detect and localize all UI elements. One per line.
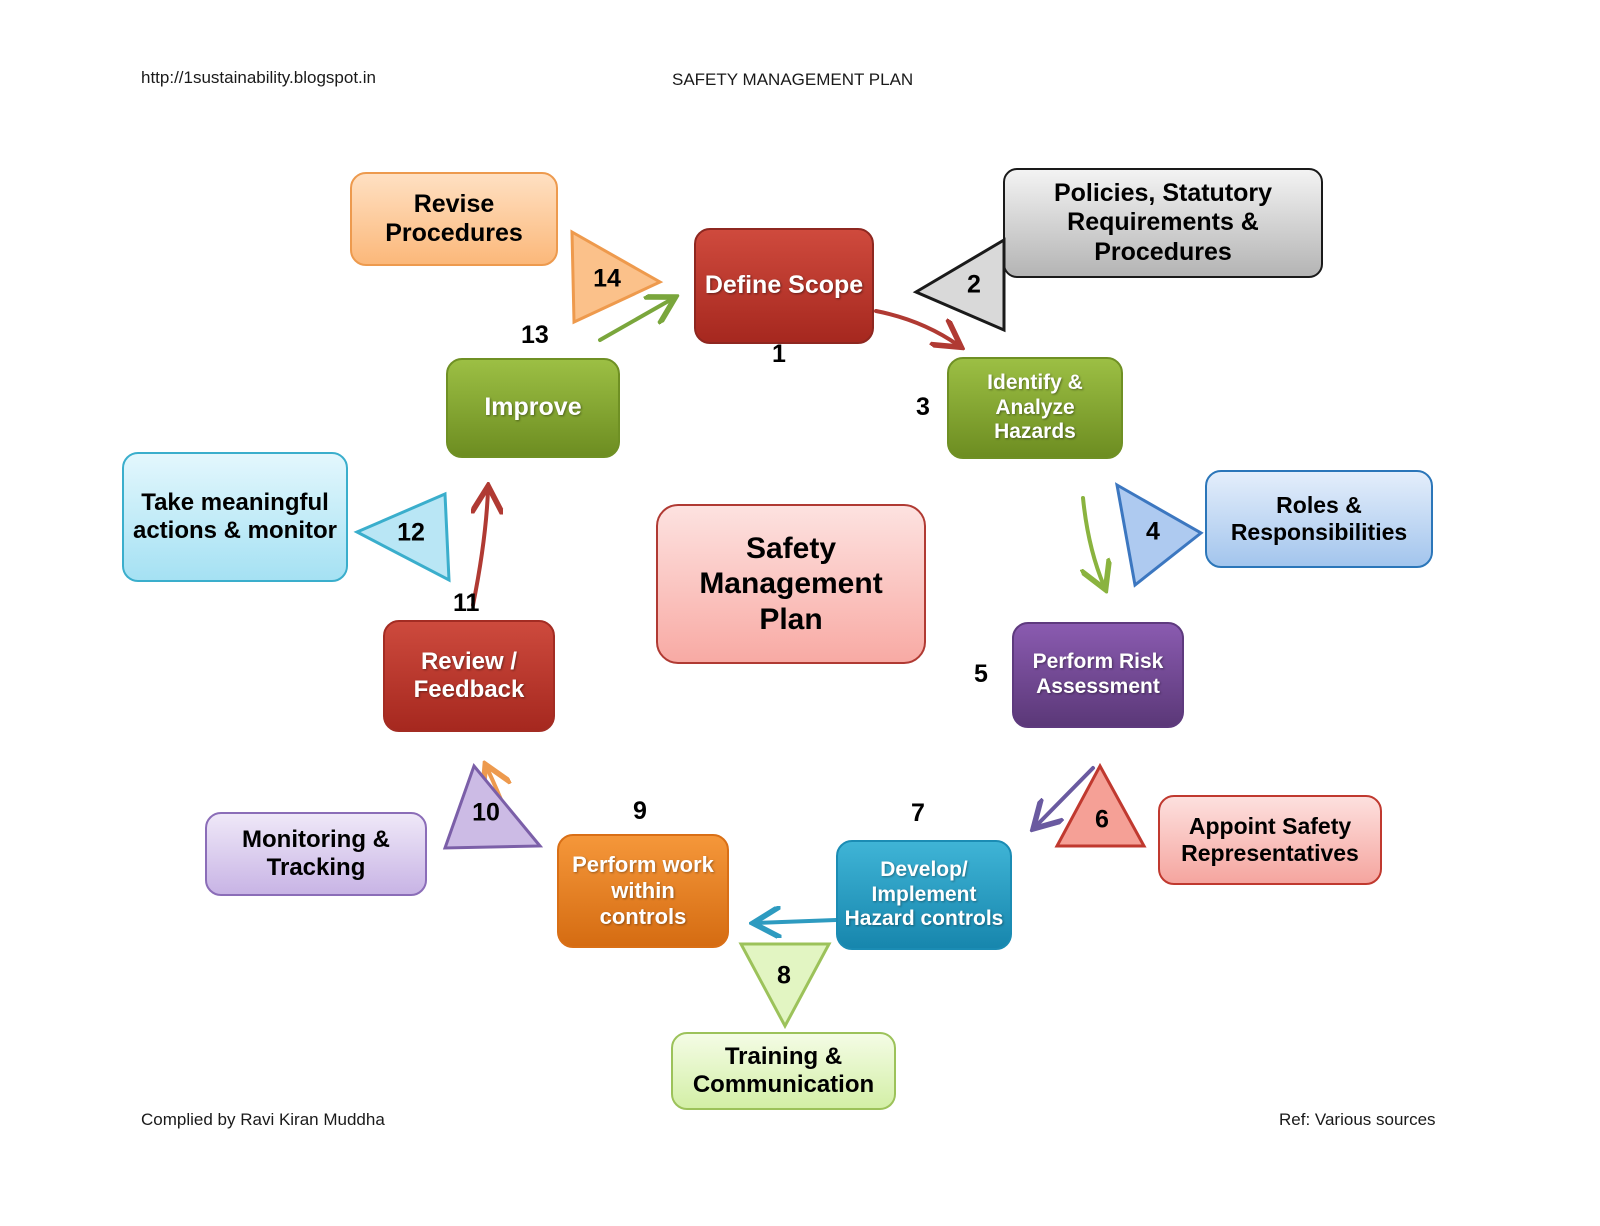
node-label: Monitoring & Tracking xyxy=(242,825,390,881)
node-label: Training & Communication xyxy=(692,1042,875,1098)
triangle-number: 8 xyxy=(777,961,791,990)
node-perform-work[interactable]: Perform work within controls xyxy=(557,834,729,948)
triangle-shape xyxy=(1054,762,1147,848)
arrow-hazard-to-perform-work xyxy=(757,920,838,923)
node-revise-procedures[interactable]: Revise Procedures xyxy=(350,172,558,266)
triangle-number: 6 xyxy=(1095,805,1109,834)
triangle-number: 14 xyxy=(593,264,621,293)
triangle-shape xyxy=(570,229,664,325)
triangle-number: 4 xyxy=(1146,517,1160,546)
triangle-12[interactable]: 12 xyxy=(353,488,455,588)
footer-compiler: Complied by Ravi Kiran Muddha xyxy=(141,1110,385,1129)
node-policies[interactable]: Policies, Statutory Requirements & Proce… xyxy=(1003,168,1323,278)
triangle-number: 12 xyxy=(397,518,425,547)
triangle-number: 10 xyxy=(472,798,500,827)
node-label: Perform work within controls xyxy=(572,852,714,929)
step-label-1: 1 xyxy=(772,340,786,368)
node-label: Identify & Analyze Hazards xyxy=(987,370,1083,444)
node-training[interactable]: Training & Communication xyxy=(671,1032,896,1110)
node-label: Policies, Statutory Requirements & Proce… xyxy=(1053,178,1273,266)
node-label: Review / Feedback xyxy=(413,647,525,703)
triangle-shape xyxy=(442,763,544,850)
step-label-3: 3 xyxy=(916,393,930,421)
arrow-identify-to-risk xyxy=(1083,496,1104,586)
footer-reference: Ref: Various sources xyxy=(1279,1110,1436,1129)
node-monitoring[interactable]: Monitoring & Tracking xyxy=(205,812,427,896)
step-label-7: 7 xyxy=(911,799,925,827)
node-label: Revise Procedures xyxy=(385,189,523,248)
node-label: Roles & Responsibilities xyxy=(1230,491,1408,545)
triangle-4[interactable]: 4 xyxy=(1107,480,1205,590)
node-label: Safety Management Plan xyxy=(699,531,883,636)
node-label: Take meaningful actions & monitor xyxy=(132,488,337,544)
node-define-scope[interactable]: Define Scope xyxy=(694,228,874,344)
node-safety-reps[interactable]: Appoint Safety Representatives xyxy=(1158,795,1382,885)
triangle-shape xyxy=(1114,482,1204,588)
triangle-6[interactable]: 6 xyxy=(1052,762,1148,850)
step-label-5: 5 xyxy=(974,660,988,688)
node-take-actions[interactable]: Take meaningful actions & monitor xyxy=(122,452,348,582)
node-hazard-controls[interactable]: Develop/ Implement Hazard controls xyxy=(836,840,1012,950)
step-label-9: 9 xyxy=(633,797,647,825)
triangle-shape xyxy=(738,942,832,1030)
node-safety-management-plan-center[interactable]: Safety Management Plan xyxy=(656,504,926,664)
page-title: SAFETY MANAGEMENT PLAN xyxy=(672,70,914,89)
step-label-13: 13 xyxy=(521,321,549,349)
triangle-number: 2 xyxy=(967,270,981,299)
node-review-feedback[interactable]: Review / Feedback xyxy=(383,620,555,732)
node-label: Appoint Safety Representatives xyxy=(1181,812,1359,866)
triangle-2[interactable]: 2 xyxy=(912,235,1010,335)
node-improve[interactable]: Improve xyxy=(446,358,620,458)
arrow-review-to-improve xyxy=(471,490,488,607)
node-label: Define Scope xyxy=(704,271,864,300)
triangle-shape xyxy=(912,237,1006,333)
triangle-8[interactable]: 8 xyxy=(737,940,833,1030)
node-roles[interactable]: Roles & Responsibilities xyxy=(1205,470,1433,568)
triangle-10[interactable]: 10 xyxy=(440,760,548,866)
node-identify-hazards[interactable]: Identify & Analyze Hazards xyxy=(947,357,1123,459)
node-label: Improve xyxy=(484,393,582,422)
blog-url: http://1sustainability.blogspot.in xyxy=(141,68,376,87)
step-label-11: 11 xyxy=(453,589,480,617)
node-label: Develop/ Implement Hazard controls xyxy=(844,857,1004,931)
triangle-shape xyxy=(353,491,451,583)
triangle-14[interactable]: 14 xyxy=(567,227,665,327)
node-risk-assessment[interactable]: Perform Risk Assessment xyxy=(1012,622,1184,728)
node-label: Perform Risk Assessment xyxy=(1032,650,1164,698)
